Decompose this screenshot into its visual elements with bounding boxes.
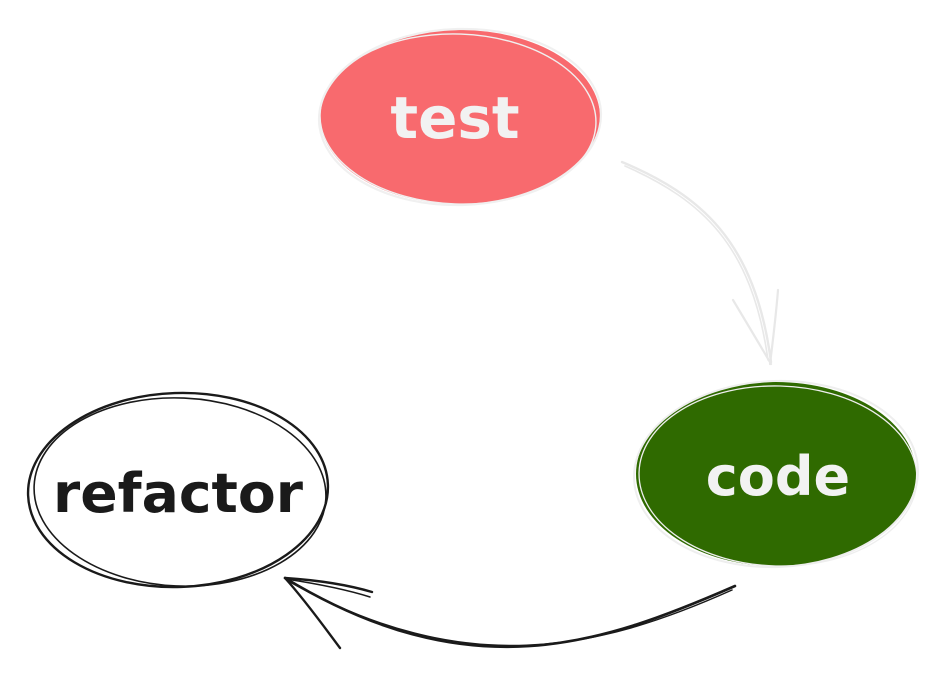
edge-test-to-code-arrowhead-left: [731, 298, 773, 366]
edge-code-to-refactor: [283, 576, 737, 650]
edge-test-to-code-line: [620, 160, 773, 364]
node-test-label: test: [390, 84, 519, 152]
edge-code-to-refactor-arrowhead-top-2: [285, 578, 371, 598]
node-refactor-label: refactor: [53, 462, 303, 525]
node-test-outline: [317, 27, 603, 207]
edge-test-to-code-line-2: [624, 165, 769, 361]
node-code-label: code: [706, 445, 850, 508]
node-refactor[interactable]: refactor: [25, 388, 332, 592]
node-code[interactable]: code: [631, 376, 921, 572]
node-code-outline-2: [638, 385, 918, 567]
node-code-outline: [633, 379, 919, 569]
node-test[interactable]: test: [317, 25, 604, 208]
edge-test-to-code-arrowhead-right: [768, 288, 780, 366]
node-test-shape: [320, 30, 600, 204]
edge-code-to-refactor-arrowhead-bottom: [283, 576, 342, 650]
node-refactor-outline-2: [33, 397, 327, 587]
node-code-shape: [636, 382, 916, 566]
edge-code-to-refactor-arrowhead-top: [283, 576, 374, 594]
edge-code-to-refactor-line-2: [289, 581, 733, 647]
edge-test-to-code: [620, 160, 780, 366]
node-test-outline-2: [319, 33, 597, 205]
edge-code-to-refactor-line: [283, 576, 737, 649]
node-refactor-shape: [28, 393, 328, 587]
node-refactor-outline: [26, 391, 330, 589]
